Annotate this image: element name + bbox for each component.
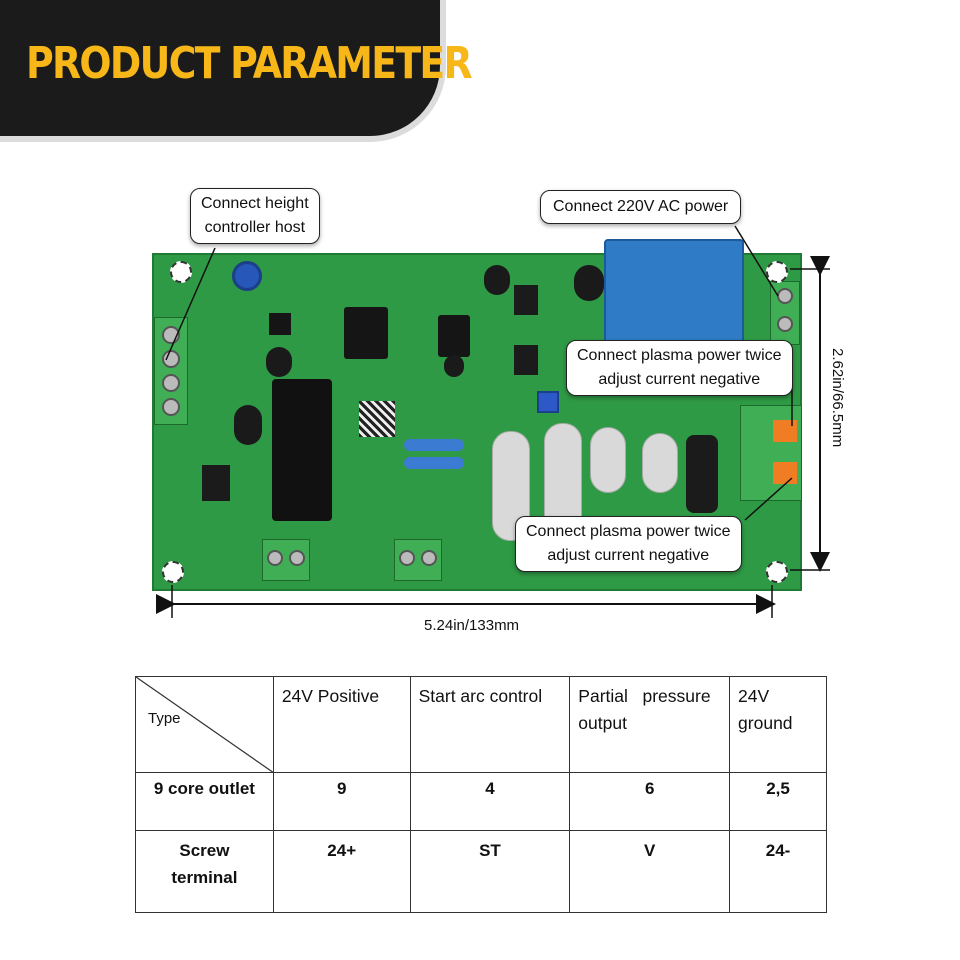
table-cell: 24+ [272, 830, 411, 913]
callout-plasma-top: Connect plasma power twice adjust curren… [566, 340, 793, 396]
ic-chip [344, 307, 388, 359]
mounting-hole [170, 261, 192, 283]
parameter-table: Type 24V Positive Start arc control Part… [135, 676, 827, 913]
terminal-block-ac [770, 281, 800, 345]
table-cell: 6 [569, 772, 731, 831]
product-image [140, 239, 805, 595]
ic-chip [438, 315, 470, 357]
inductor [686, 435, 718, 513]
transformer [604, 239, 744, 351]
header-start-arc: Start arc control [409, 676, 571, 773]
transistor [202, 465, 230, 501]
transistor [514, 285, 538, 315]
height-dimension: 2.62in/66.5mm [829, 348, 846, 448]
header-banner: PRODUCT PARAMETER [0, 0, 473, 136]
capacitor [484, 265, 510, 295]
potentiometer [232, 261, 262, 291]
row-label: Screw terminal [135, 830, 274, 913]
capacitor [266, 347, 292, 377]
terminal-block-j5 [262, 539, 310, 581]
capacitor [574, 265, 604, 301]
type-corner-cell: Type [135, 676, 274, 773]
table-cell: 24- [729, 830, 827, 913]
capacitor [234, 405, 262, 445]
header-24v-ground: 24V ground [729, 676, 827, 773]
terminal-block-j6 [394, 539, 442, 581]
circuit-board [152, 239, 802, 591]
callout-height-controller: Connect height controller host [190, 188, 320, 244]
table-row: 9 core outlet 9 4 6 2,5 [135, 772, 827, 831]
ic-chip [269, 313, 291, 335]
table-cell: ST [409, 830, 571, 913]
header-24v-positive: 24V Positive [272, 676, 411, 773]
row-label: 9 core outlet [135, 772, 274, 831]
relay [272, 379, 332, 521]
power-resistor [492, 431, 530, 541]
table-row: Screw terminal 24+ ST V 24- [135, 830, 827, 913]
qr-code [359, 401, 395, 437]
mounting-hole [162, 561, 184, 583]
table-cell: V [569, 830, 731, 913]
resistor [404, 457, 464, 469]
capacitor [444, 355, 464, 377]
mounting-hole [766, 561, 788, 583]
width-dimension: 5.24in/133mm [424, 617, 520, 634]
callout-plasma-bottom: Connect plasma power twice adjust curren… [515, 516, 742, 572]
table-cell: 9 [272, 772, 411, 831]
transistor [514, 345, 538, 375]
resistor [404, 439, 464, 451]
header-partial-pressure: Partial pressure output [569, 676, 731, 773]
power-resistor [590, 427, 626, 493]
power-resistor [642, 433, 678, 493]
page-title: PRODUCT PARAMETER [26, 38, 473, 89]
diagonal-line [136, 677, 274, 773]
table-cell: 2,5 [729, 772, 827, 831]
terminal-block-plasma [740, 405, 802, 501]
callout-ac-power: Connect 220V AC power [540, 190, 742, 224]
terminal-block-left [154, 317, 188, 425]
table-cell: 4 [409, 772, 571, 831]
table-header-row: Type 24V Positive Start arc control Part… [135, 676, 827, 773]
mounting-hole [766, 261, 788, 283]
trimmer [537, 391, 559, 413]
